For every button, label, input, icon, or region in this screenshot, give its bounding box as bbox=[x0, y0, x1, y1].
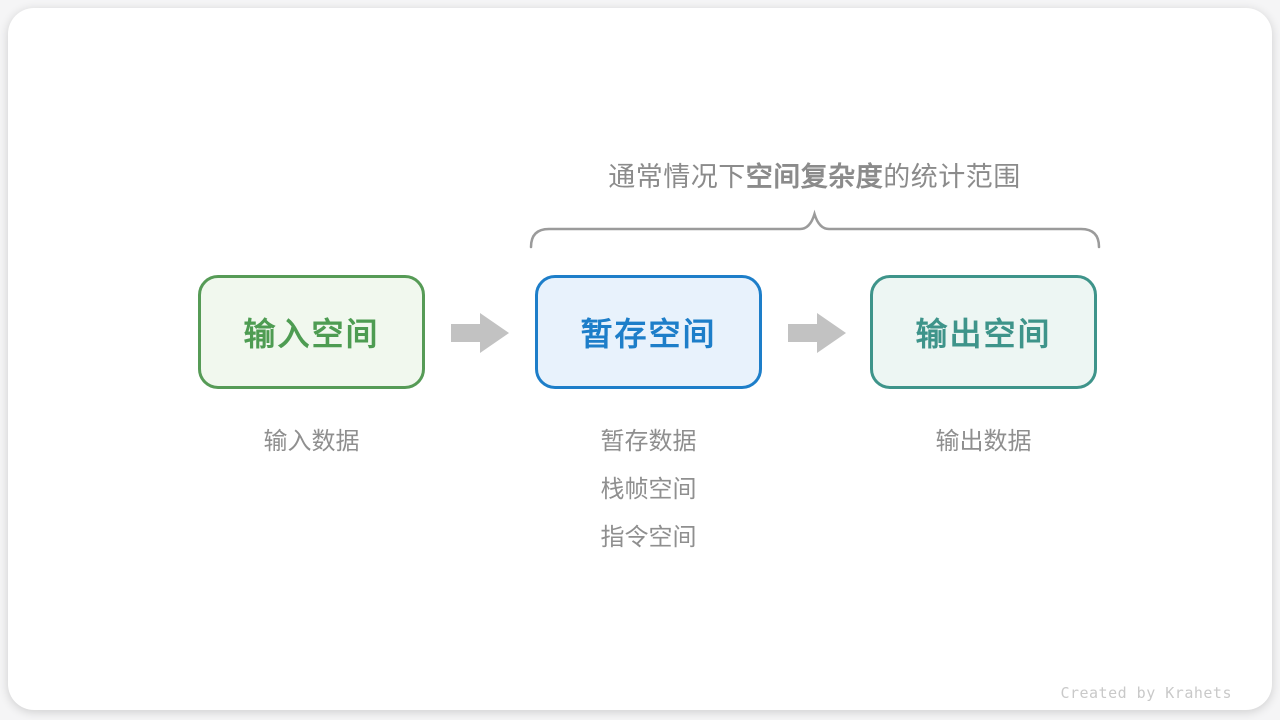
curly-brace bbox=[529, 209, 1101, 249]
sublabel-stack-frame-space: 栈帧空间 bbox=[600, 476, 697, 503]
sublabel-instruction-space: 指令空间 bbox=[600, 524, 697, 551]
arrow-right-icon bbox=[451, 313, 509, 353]
credit-watermark: Created by Krahets bbox=[1060, 684, 1232, 702]
output-space-sublabels: 输出数据 bbox=[870, 418, 1097, 466]
sublabel-temp-data: 暂存数据 bbox=[600, 428, 697, 455]
sublabel-output-data: 输出数据 bbox=[935, 428, 1032, 455]
input-space-sublabels: 输入数据 bbox=[198, 418, 425, 466]
node-input-space: 输入空间 bbox=[198, 275, 425, 389]
diagram-card: 通常情况下空间复杂度的统计范围 输入空间 暂存空间 输出空间 输入数据 暂存数据… bbox=[8, 8, 1272, 710]
temp-space-sublabels: 暂存数据 栈帧空间 指令空间 bbox=[535, 418, 762, 562]
brace-title-prefix: 通常情况下 bbox=[608, 162, 746, 192]
brace-title: 通常情况下空间复杂度的统计范围 bbox=[531, 155, 1098, 194]
arrow-right-icon bbox=[788, 313, 846, 353]
sublabel-input-data: 输入数据 bbox=[263, 428, 360, 455]
node-output-space-label: 输出空间 bbox=[915, 316, 1052, 352]
brace-title-suffix: 的统计范围 bbox=[883, 162, 1021, 192]
node-temp-space: 暂存空间 bbox=[535, 275, 762, 389]
node-temp-space-label: 暂存空间 bbox=[580, 316, 717, 352]
brace-title-bold: 空间复杂度 bbox=[745, 162, 884, 192]
node-output-space: 输出空间 bbox=[870, 275, 1097, 389]
node-input-space-label: 输入空间 bbox=[243, 316, 380, 352]
